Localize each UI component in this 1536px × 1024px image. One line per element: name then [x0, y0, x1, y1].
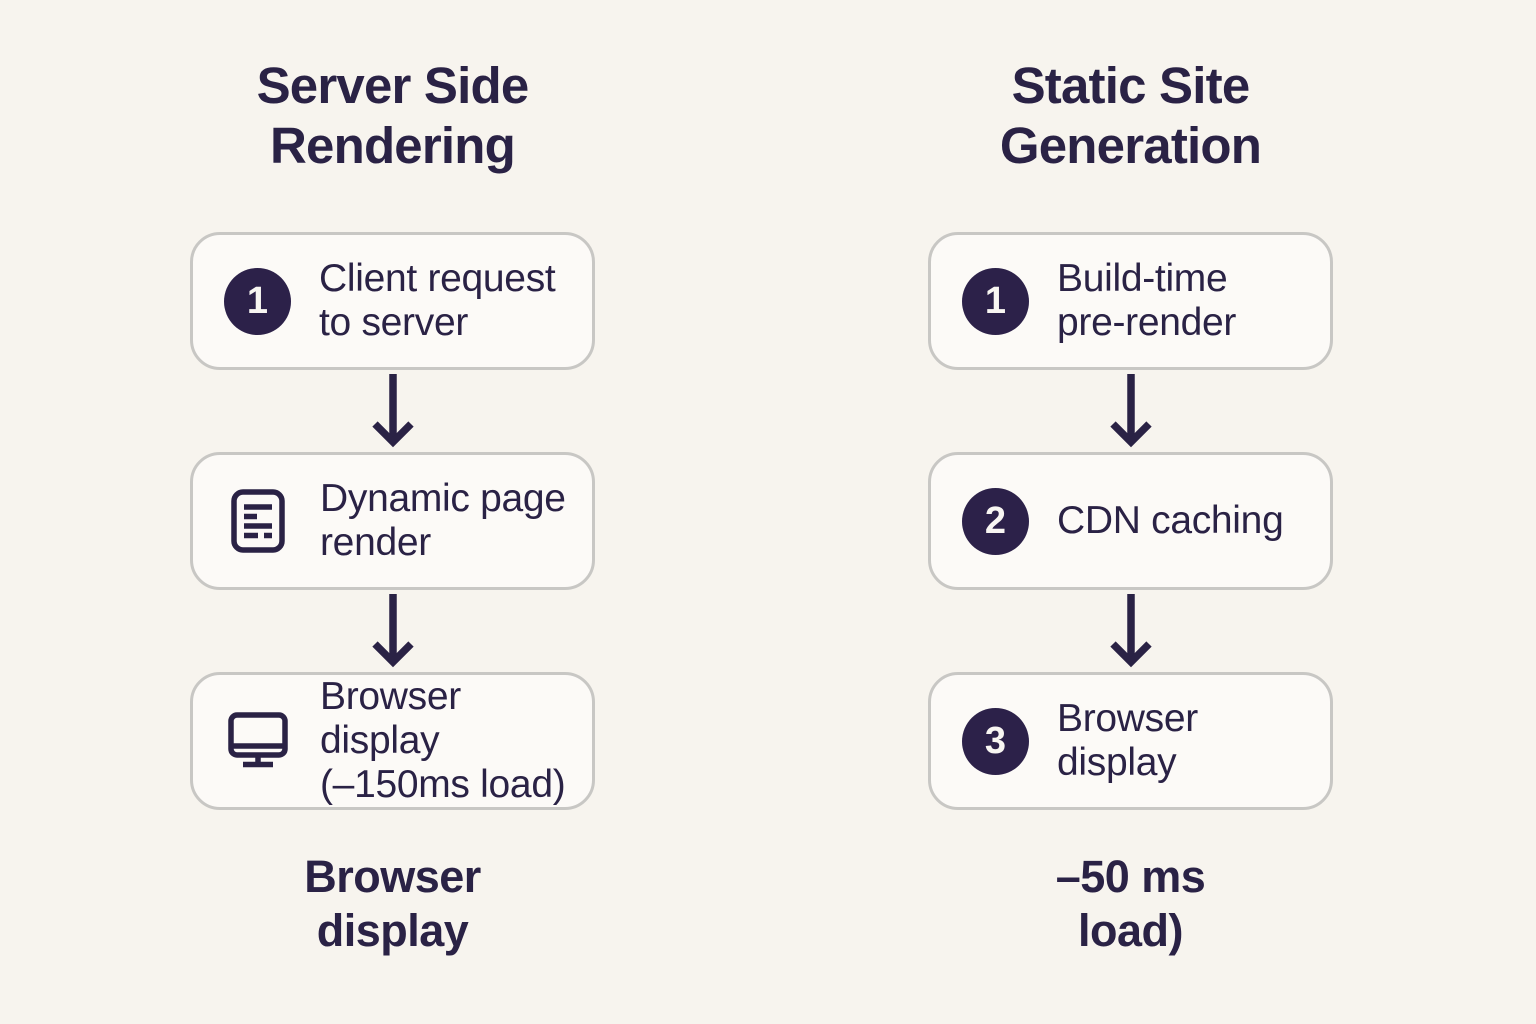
step-number-badge: 1: [962, 267, 1029, 335]
ssg-result-label: –50 ms load): [1055, 851, 1206, 956]
ssr-step-1-box: 1 Client request to server: [190, 232, 595, 370]
step-label: Browser display (–150ms load): [320, 674, 566, 807]
step-number-badge: 1: [224, 267, 291, 335]
document-icon: [231, 489, 285, 553]
ssg-column: Static Site Generation 1 Build-time pre-…: [928, 0, 1333, 1024]
step-label: Client request to server: [319, 256, 556, 344]
ssr-step-2-box: Dynamic page render: [190, 452, 595, 590]
ssr-column-title: Server Side Rendering: [256, 57, 530, 174]
step-label: Dynamic page render: [320, 476, 566, 564]
ssr-result-label: Browser display: [304, 851, 481, 956]
arrow-down-icon: [371, 594, 414, 668]
step-label: CDN caching: [1057, 498, 1284, 542]
monitor-icon: [228, 712, 288, 768]
arrow-down-icon: [371, 374, 414, 448]
ssg-step-1-box: 1 Build-time pre-render: [928, 232, 1333, 370]
step-label: Build-time pre-render: [1057, 256, 1237, 344]
arrow-down-icon: [1109, 594, 1152, 668]
ssg-step-3-box: 3 Browser display: [928, 672, 1333, 810]
step-number: 2: [984, 499, 1007, 542]
step-number-badge: 3: [962, 707, 1029, 775]
step-number-badge: 2: [962, 487, 1029, 555]
step-number: 1: [984, 279, 1007, 322]
arrow-down-icon: [1109, 374, 1152, 448]
step-number: 3: [984, 719, 1007, 762]
step-number: 1: [246, 279, 269, 322]
ssr-step-3-box: Browser display (–150ms load): [190, 672, 595, 810]
ssg-step-2-box: 2 CDN caching: [928, 452, 1333, 590]
step-label: Browser display: [1057, 696, 1198, 784]
ssg-column-title: Static Site Generation: [999, 57, 1262, 174]
ssr-column: Server Side Rendering 1 Client request t…: [190, 0, 595, 1024]
